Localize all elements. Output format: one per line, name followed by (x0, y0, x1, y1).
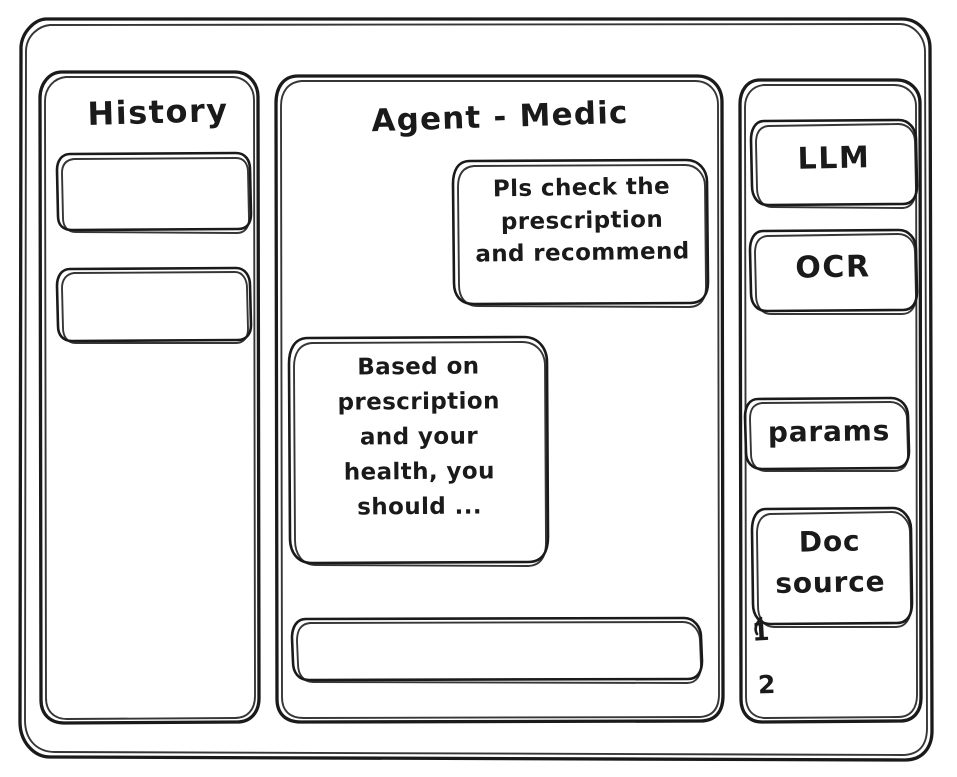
history-item-1[interactable] (57, 153, 251, 231)
doc-source-item-1[interactable]: 1 (751, 616, 771, 647)
params-button-outline (743, 396, 911, 472)
user-message-bubble (453, 160, 709, 308)
tools-panel-outline (738, 78, 923, 724)
llm-button[interactable] (750, 120, 917, 208)
window-frame (18, 17, 934, 762)
history-item-1-outline (55, 151, 253, 234)
assistant-message-outline (287, 335, 550, 567)
doc-source-outline (750, 506, 914, 628)
history-item-2-outline (55, 266, 253, 344)
composer-outline (290, 616, 704, 684)
doc-source-item-2[interactable]: 2 (757, 669, 777, 700)
main-panel-outline (274, 74, 725, 724)
ocr-button-outline (748, 228, 919, 315)
doc-source-connector (754, 616, 763, 636)
ocr-button[interactable] (750, 230, 917, 315)
doc-source-button[interactable] (752, 508, 912, 628)
assistant-message-bubble (289, 337, 549, 567)
llm-button-outline (749, 118, 919, 209)
history-panel-title: History (86, 91, 230, 133)
user-message-outline (451, 158, 710, 308)
params-button[interactable] (745, 398, 909, 472)
composer-input[interactable] (292, 618, 703, 683)
history-panel-outline (38, 70, 261, 725)
history-item-2[interactable] (57, 268, 251, 342)
